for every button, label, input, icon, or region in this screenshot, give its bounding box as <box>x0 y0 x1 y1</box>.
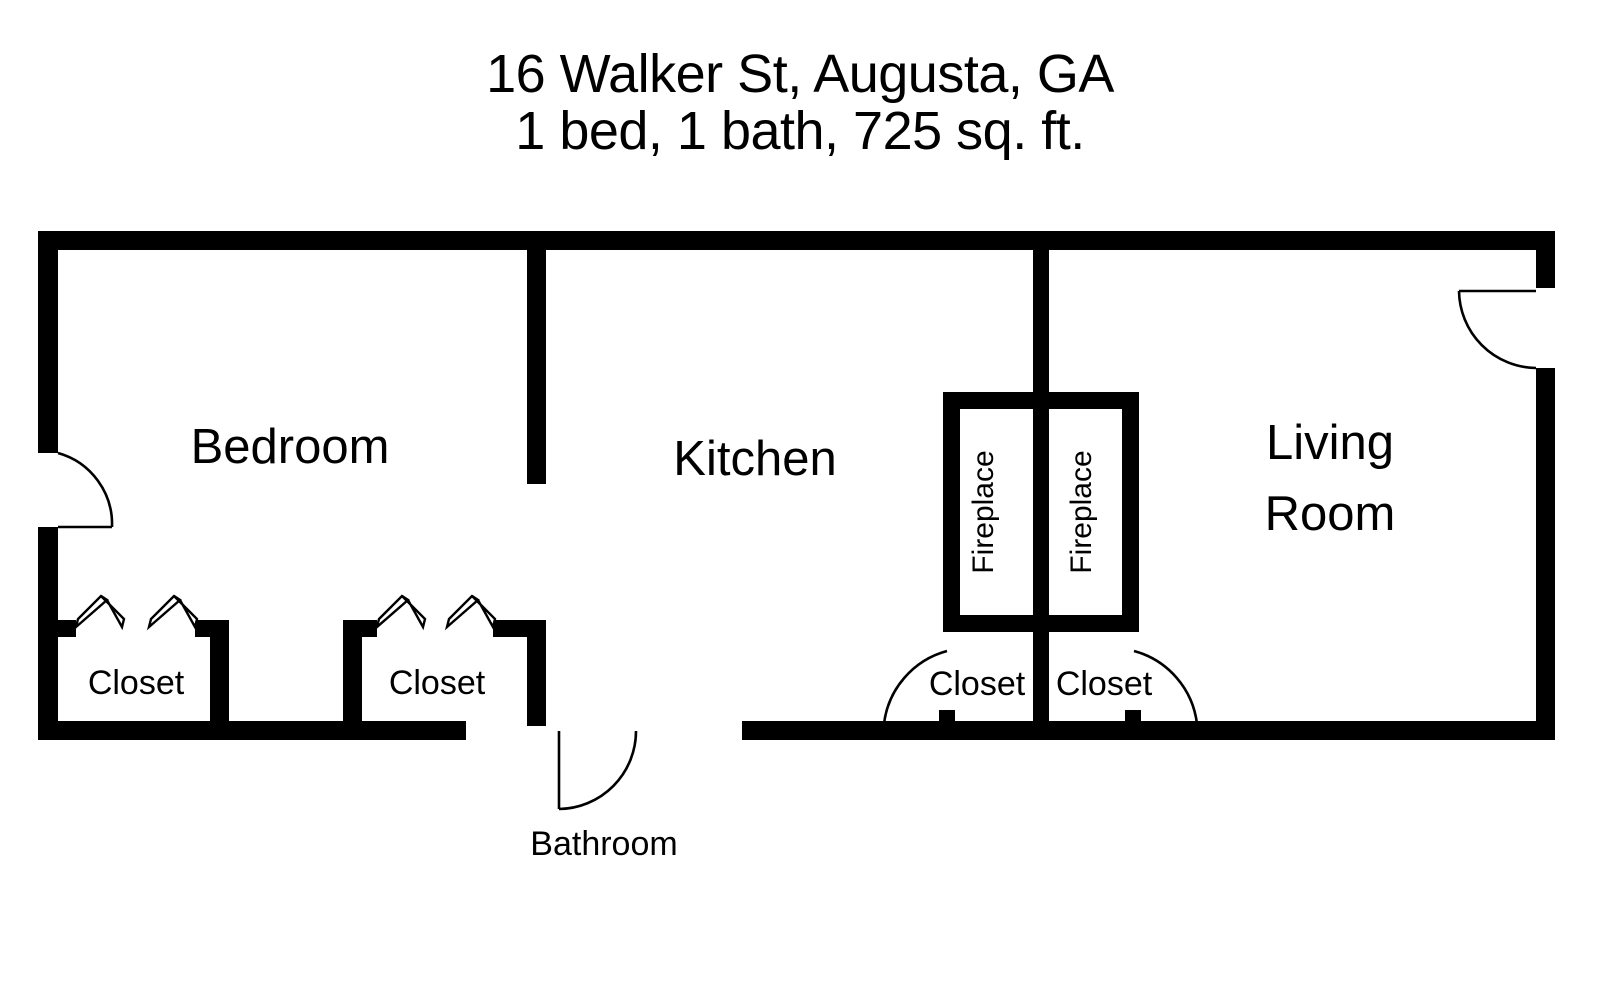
wall-closet1-right <box>210 620 229 726</box>
interior-walls <box>527 231 1049 484</box>
bifold-door-icon-2b <box>444 594 497 631</box>
wall-exterior-right-upper <box>1536 231 1555 288</box>
room-labels: Bedroom Kitchen Living Room Bathroom Clo… <box>88 416 1396 863</box>
page-title: 16 Walker St, Augusta, GA 1 bed, 1 bath,… <box>0 44 1600 162</box>
room-label-bedroom: Bedroom <box>191 420 390 474</box>
wall-closet2-header-right <box>493 620 546 637</box>
wall-closet1-header-left <box>38 620 76 637</box>
wall-exterior-top <box>38 231 1555 250</box>
bifold-door-icon-1b <box>146 594 199 631</box>
bifold-door-icon-1a <box>73 594 126 631</box>
room-label-closet-bedroom-left: Closet <box>88 664 185 702</box>
wall-exterior-bottom-left <box>38 721 466 740</box>
wall-exterior-left-upper <box>38 231 58 453</box>
bifold-doors-bedroom-closets <box>73 594 497 631</box>
room-label-kitchen: Kitchen <box>673 432 836 486</box>
wall-fireplace-spine <box>1033 255 1049 733</box>
bifold-door-icon-2a <box>374 594 427 631</box>
wall-closet2-left <box>343 620 362 726</box>
wall-fireplace-left <box>943 392 960 632</box>
room-label-fireplace-right: Fireplace <box>1065 450 1098 573</box>
wall-closet4-bottom-stub <box>1125 710 1141 724</box>
wall-fireplace-right <box>1122 392 1139 632</box>
bedroom-closets <box>38 620 546 726</box>
door-arc-living-room-entry <box>1457 290 1537 370</box>
door-arc-closet-fireplace-right <box>1133 649 1199 725</box>
room-label-fireplace-left: Fireplace <box>967 450 1000 573</box>
room-label-closet-fireplace-left: Closet <box>929 665 1026 703</box>
wall-bedroom-kitchen-divider <box>527 231 546 484</box>
door-arc-bathroom <box>558 730 638 811</box>
room-label-living-room-line2: Room <box>1265 487 1396 541</box>
exterior-walls <box>38 231 1555 740</box>
door-swings <box>57 289 1537 811</box>
fireplace-closet-stubs <box>939 710 1141 724</box>
wall-closet1-header-right <box>195 620 229 637</box>
room-label-bathroom: Bathroom <box>530 825 677 863</box>
wall-exterior-right-lower <box>1536 368 1555 740</box>
wall-fireplace-spine-stub-top <box>1033 231 1049 255</box>
door-arc-bedroom-entry <box>57 451 114 528</box>
title-address: 16 Walker St, Augusta, GA <box>486 44 1114 104</box>
wall-exterior-bottom-right <box>742 721 1555 740</box>
wall-closet3-bottom-stub <box>939 710 955 724</box>
title-specs: 1 bed, 1 bath, 725 sq. ft. <box>515 101 1085 162</box>
wall-closet2-header-left <box>343 620 377 637</box>
wall-closet2-right <box>527 620 546 726</box>
room-label-closet-bedroom-right: Closet <box>389 664 486 702</box>
room-label-living-room-line1: Living <box>1266 416 1394 470</box>
fireplace-block <box>943 255 1139 733</box>
room-label-closet-fireplace-right: Closet <box>1056 665 1153 703</box>
door-arc-closet-fireplace-left <box>882 649 948 725</box>
